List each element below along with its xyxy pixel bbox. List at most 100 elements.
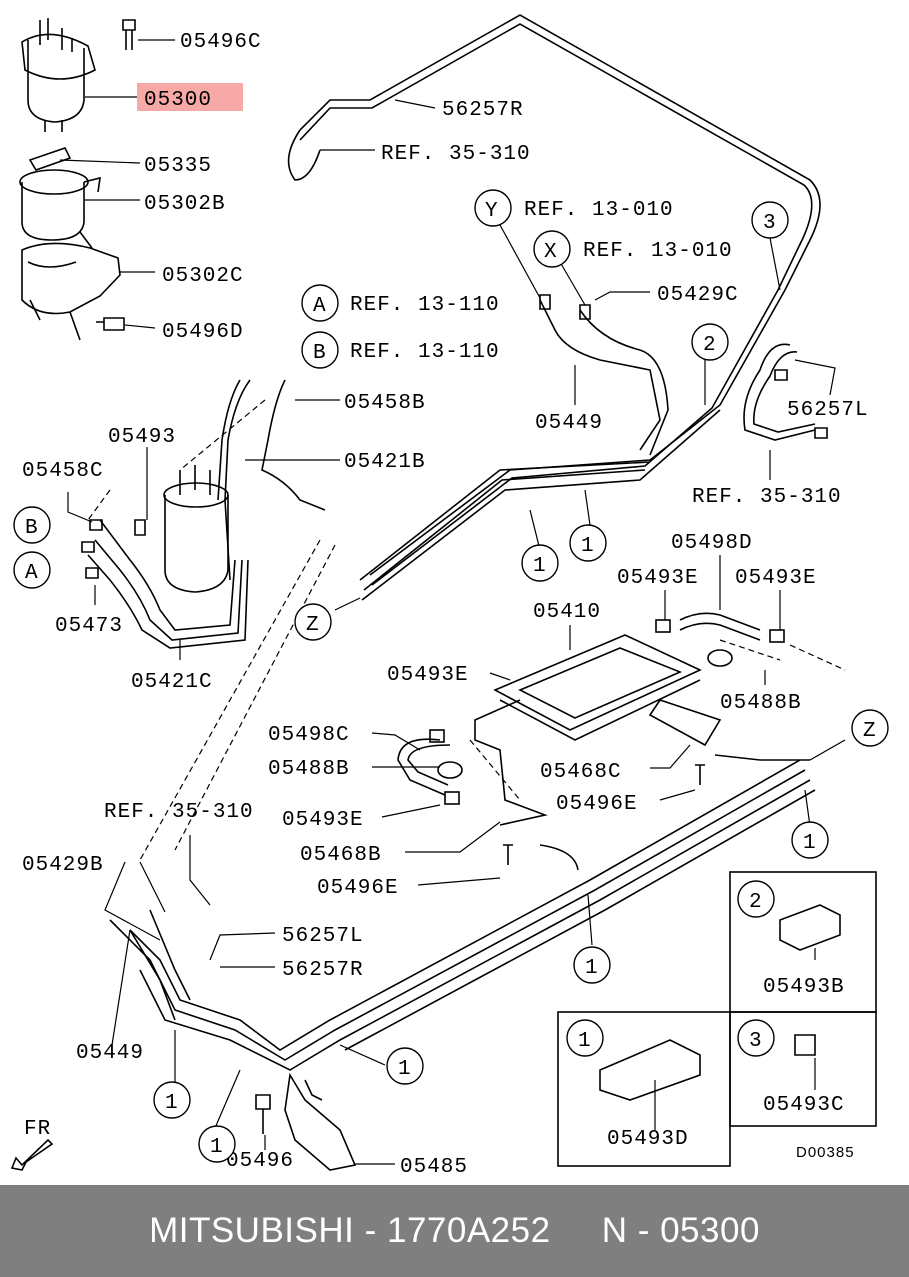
footer-text: MITSUBISHI - 1770A252 N - 05300 [149,1211,760,1250]
part-label: 05429C [657,284,739,307]
part-label: 05493C [763,1094,845,1117]
part-label: 05485 [400,1156,468,1179]
part-label: 05302C [162,265,244,288]
part-label: 05449 [76,1042,144,1065]
ref-label: REF. 35-310 [381,143,531,166]
svg-text:1: 1 [165,1092,179,1115]
svg-text:X: X [544,241,558,264]
part-label: 05496E [317,877,399,900]
part-label: 05493E [387,664,469,687]
ref-label: REF. 13-010 [524,199,674,222]
marker-1: 1 [521,544,559,582]
marker-1-legend: 1 [566,1019,604,1057]
marker-X: X [533,230,571,268]
part-label-highlighted: 05300 [144,89,212,112]
marker-2-legend: 2 [737,880,775,918]
marker-Z-left: Z [294,603,332,641]
fuel-lines [87,14,821,1071]
legend-boxes [557,871,877,1167]
part-label: 56257L [787,399,869,422]
part-label: 05493E [282,809,364,832]
marker-1: 1 [569,524,607,562]
svg-text:Y: Y [485,200,499,223]
marker-1: 1 [573,946,611,984]
part-label: 05468B [300,844,382,867]
front-arrow-icon [10,1138,54,1171]
part-label: 05335 [144,155,212,178]
part-label: 05302B [144,193,226,216]
part-label: 56257R [282,959,364,982]
part-label: 56257L [282,925,364,948]
part-label: 05493D [607,1128,689,1151]
marker-A-left: A [13,551,51,589]
dashed-leaders [87,399,846,861]
fuel-filter-assembly [21,18,136,132]
part-label: 05496C [180,31,262,54]
part-label: 05473 [55,615,123,638]
part-label: 05493B [763,976,845,999]
marker-B-ref: B [301,331,339,369]
part-label: 05496E [556,793,638,816]
svg-text:A: A [25,562,39,585]
marker-3-top: 3 [751,201,789,239]
front-indicator-label: FR [24,1118,51,1141]
svg-text:A: A [313,295,327,318]
marker-Y: Y [474,189,512,227]
ref-label: REF. 35-310 [692,486,842,509]
part-label: 05493 [108,426,176,449]
svg-text:3: 3 [749,1030,763,1053]
svg-text:1: 1 [581,535,595,558]
svg-text:Z: Z [306,614,320,637]
tank-protector [474,634,722,826]
filter-bracket [21,231,125,341]
part-label: 05468C [540,761,622,784]
svg-text:1: 1 [585,957,599,980]
svg-text:2: 2 [749,891,763,914]
diagram-code: D00385 [796,1144,855,1161]
marker-1: 1 [198,1125,236,1163]
svg-text:Z: Z [863,720,877,743]
part-label: 05421B [344,451,426,474]
svg-text:B: B [25,517,39,540]
part-label: 05421C [131,671,213,694]
part-label: 05458B [344,392,426,415]
marker-1: 1 [791,821,829,859]
svg-text:1: 1 [398,1058,412,1081]
svg-text:1: 1 [210,1136,224,1159]
svg-text:2: 2 [703,334,717,357]
ref-label: REF. 35-310 [104,801,254,824]
part-label: 05449 [535,412,603,435]
parts-diagram: 05496C 05300 56257R REF. 35-310 05335 05… [10,14,889,1179]
part-label: 05498C [268,724,350,747]
highlight-05300 [137,83,243,111]
part-labels: 05496C 05300 56257R REF. 35-310 05335 05… [22,31,869,1179]
marker-1: 1 [386,1047,424,1085]
ref-label: REF. 13-010 [583,240,733,263]
svg-text:3: 3 [763,212,777,235]
marker-B-left: B [13,506,51,544]
part-label: 05493E [617,567,699,590]
part-label: 05493E [735,567,817,590]
svg-text:1: 1 [533,555,547,578]
marker-3-legend: 3 [737,1019,775,1057]
fittings [81,294,828,1171]
part-label: 05410 [533,601,601,624]
marker-Z-right: Z [851,709,889,747]
part-label: 05488B [268,758,350,781]
part-number-footer: MITSUBISHI - 1770A252 N - 05300 [0,1185,909,1277]
marker-2-mid: 2 [691,323,729,361]
part-label: 05498D [671,532,753,555]
marker-1: 1 [153,1081,191,1119]
ref-label: REF. 13-110 [350,294,500,317]
leader-lines [59,39,846,1165]
circle-markers: Y X 3 A B 2 B A 1 1 Z Z 1 2 1 1 3 1 1 1 [13,189,889,1163]
part-label: 05496D [162,321,244,344]
part-label: 05458C [22,460,104,483]
part-label: 05429B [22,854,104,877]
svg-text:1: 1 [578,1030,592,1053]
marker-A-ref: A [301,284,339,322]
part-label: 05488B [720,692,802,715]
ref-label: REF. 13-110 [350,341,500,364]
fuel-filter-element [19,147,101,241]
svg-text:1: 1 [803,832,817,855]
